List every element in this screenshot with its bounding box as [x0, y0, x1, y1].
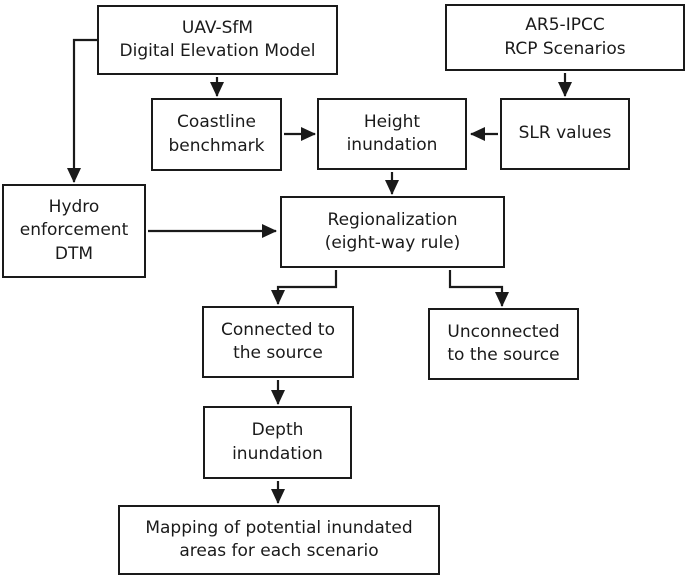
arrow-regionalization-to-unconnected [448, 270, 509, 307]
node-label-line: Coastline [177, 112, 256, 133]
node-label-line: DTM [54, 243, 94, 264]
node-label-line: areas for each scenario [179, 541, 379, 561]
node-unconnected-to-source: Unconnected to the source [428, 308, 579, 380]
node-label-line: Regionalization [327, 209, 458, 230]
node-label-line: RCP Scenarios [504, 38, 626, 59]
node-label-line: inundation [346, 135, 438, 155]
node-regionalization-eight-way-rule: Regionalization (eight-way rule) [280, 196, 505, 268]
node-connected-to-source: Connected to the source [202, 306, 354, 378]
node-depth-inundation: Depth inundation [203, 406, 352, 479]
node-label-line: AR5-IPCC [525, 15, 605, 36]
node-label-line: benchmark [168, 135, 265, 156]
node-label-line: Digital Elevation Model [119, 41, 316, 61]
node-coastline-benchmark: Coastline benchmark [151, 98, 282, 171]
node-height-inundation: Height inundation [317, 98, 467, 170]
node-uav-sfm-dem: UAV-SfM Digital Elevation Model [97, 5, 338, 75]
node-hydro-enforcement-dtm: Hydro enforcement DTM [2, 184, 146, 278]
node-label-line: UAV-SfM [181, 17, 254, 38]
node-label-line: Connected to [220, 319, 335, 340]
node-label-line: SLR values [518, 123, 612, 144]
node-label-line: the source [233, 343, 323, 363]
node-label-line: Unconnected [447, 321, 560, 342]
node-slr-values: SLR values [500, 98, 630, 170]
node-label-line: Mapping of potential inundated [145, 517, 413, 538]
node-label-line: (eight-way rule) [324, 233, 461, 253]
node-label-line: to the source [447, 345, 560, 365]
node-label-line: Depth [251, 420, 304, 441]
node-mapping-potential-inundated-areas: Mapping of potential inundated areas for… [118, 505, 440, 575]
node-label-line: inundation [232, 443, 323, 464]
node-label-line: Hydro [48, 196, 100, 217]
node-ar5-ipcc-rcp-scenarios: AR5-IPCC RCP Scenarios [445, 4, 685, 71]
arrow-regionalization-to-connected [271, 270, 338, 305]
node-label-line: enforcement [19, 220, 129, 241]
node-label-line: Height [363, 111, 421, 132]
arrow-uav-to-hydro [67, 38, 97, 183]
